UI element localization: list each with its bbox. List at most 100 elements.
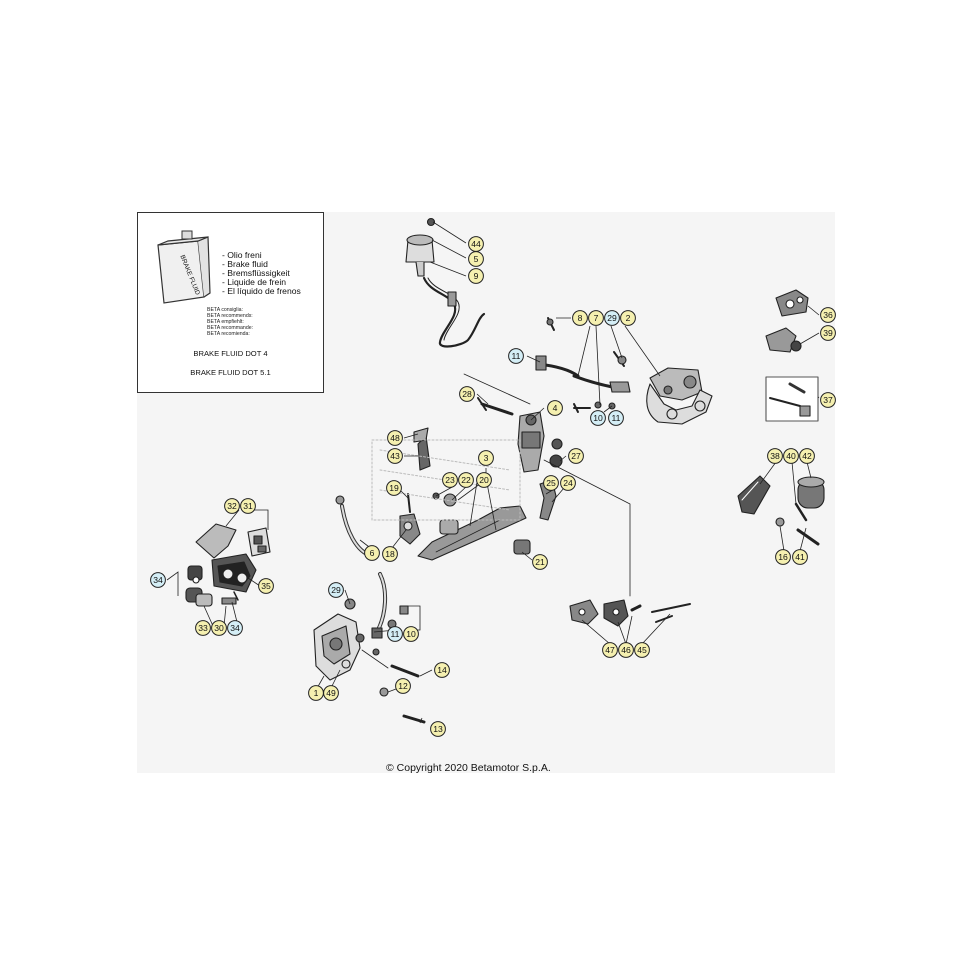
recommend-de: BETA empfiehlt: (207, 319, 244, 325)
callout-number: 31 (243, 501, 253, 511)
callout-number: 1 (314, 688, 319, 698)
brake-fluid-legend: BRAKE FLUID - Olio freni - Brake fluid -… (137, 212, 324, 393)
recommend-es: BETA recomienda: (207, 331, 250, 337)
callout-bubble (459, 386, 475, 402)
callout-21: 21 (532, 554, 548, 570)
callout-bubble (468, 268, 484, 284)
front-caliper (313, 572, 426, 724)
callout-47: 47 (602, 642, 618, 658)
callout-34: 34 (150, 572, 166, 588)
callout-bubble (620, 310, 636, 326)
callout-3: 3 (478, 450, 494, 466)
callout-bubble (387, 448, 403, 464)
callout-33: 33 (195, 620, 211, 636)
callout-bubble (328, 582, 344, 598)
callout-27: 27 (568, 448, 584, 464)
callout-bubble (547, 400, 563, 416)
callout-number: 21 (535, 557, 545, 567)
callout-number: 4 (553, 403, 558, 413)
copyright-text: © Copyright 2020 Betamotor S.p.A. (386, 762, 551, 774)
callout-bubble (602, 642, 618, 658)
callout-bubble (240, 498, 256, 514)
callout-bubble (783, 448, 799, 464)
rear-brake-hose (535, 317, 631, 410)
brake-fluid-can-icon: BRAKE FLUID (157, 230, 211, 304)
callout-bubble (434, 662, 450, 678)
callout-22: 22 (458, 472, 474, 488)
callout-10: 10 (590, 410, 606, 426)
callout-12: 12 (395, 678, 411, 694)
callout-bubble (775, 549, 791, 565)
callout-8: 8 (572, 310, 588, 326)
callout-number: 6 (370, 548, 375, 558)
callout-bubble (227, 620, 243, 636)
callout-bubble (543, 475, 559, 491)
pushrod (335, 495, 374, 558)
callout-number: 36 (823, 310, 833, 320)
callout-49: 49 (323, 685, 339, 701)
callout-number: 11 (391, 629, 400, 639)
callout-46: 46 (618, 642, 634, 658)
callout-bubble (634, 642, 650, 658)
callout-bubble (604, 310, 620, 326)
callout-number: 24 (563, 478, 573, 488)
recommend-fr: BETA recommande: (207, 325, 254, 331)
callout-number: 46 (621, 645, 631, 655)
callout-bubble (820, 307, 836, 323)
callout-34: 34 (227, 620, 243, 636)
callout-bubble (387, 430, 403, 446)
callout-bubble (458, 472, 474, 488)
callout-number: 28 (462, 389, 472, 399)
callout-number: 7 (594, 313, 599, 323)
callout-number: 38 (770, 451, 780, 461)
callout-36: 36 (820, 307, 836, 323)
callout-bubble (150, 572, 166, 588)
callout-number: 13 (433, 724, 443, 734)
callout-number: 16 (778, 552, 788, 562)
callout-number: 12 (398, 681, 408, 691)
callout-number: 40 (786, 451, 796, 461)
callout-number: 20 (479, 475, 489, 485)
callout-number: 25 (546, 478, 556, 488)
callout-bubble (211, 620, 227, 636)
callout-number: 42 (802, 451, 812, 461)
callout-number: 19 (389, 483, 399, 493)
callout-number: 10 (406, 629, 416, 639)
right-side-parts (737, 289, 825, 546)
callout-bubble (588, 310, 604, 326)
callout-number: 11 (612, 413, 621, 423)
callout-37: 37 (820, 392, 836, 408)
callout-number: 34 (153, 575, 163, 585)
callout-number: 41 (795, 552, 805, 562)
callout-11: 11 (387, 626, 403, 642)
callout-16: 16 (775, 549, 791, 565)
brake-fluid-reservoir (405, 217, 486, 348)
callout-number: 8 (578, 313, 583, 323)
callout-number: 27 (571, 451, 581, 461)
callout-number: 5 (474, 254, 479, 264)
callout-20: 20 (476, 472, 492, 488)
callout-number: 18 (385, 549, 395, 559)
callout-bubble (532, 554, 548, 570)
callout-38: 38 (767, 448, 783, 464)
callout-1: 1 (308, 685, 324, 701)
fluid-spec-dot51: BRAKE FLUID DOT 5.1 (190, 368, 271, 377)
callout-5: 5 (468, 251, 484, 267)
fluid-name-en: - Brake fluid (222, 259, 268, 269)
callout-39: 39 (820, 325, 836, 341)
callout-bubble (382, 546, 398, 562)
callout-bubble (572, 310, 588, 326)
rear-caliper (646, 367, 713, 425)
callout-bubble (560, 475, 576, 491)
fluid-name-it: - Olio freni (222, 250, 262, 260)
callout-14: 14 (434, 662, 450, 678)
callout-bubble (590, 410, 606, 426)
callout-number: 37 (823, 395, 833, 405)
callout-number: 14 (437, 665, 447, 675)
callout-number: 29 (331, 585, 341, 595)
callout-number: 47 (605, 645, 615, 655)
callout-bubble (767, 448, 783, 464)
callout-42: 42 (799, 448, 815, 464)
callout-number: 22 (461, 475, 471, 485)
callout-35: 35 (258, 578, 274, 594)
